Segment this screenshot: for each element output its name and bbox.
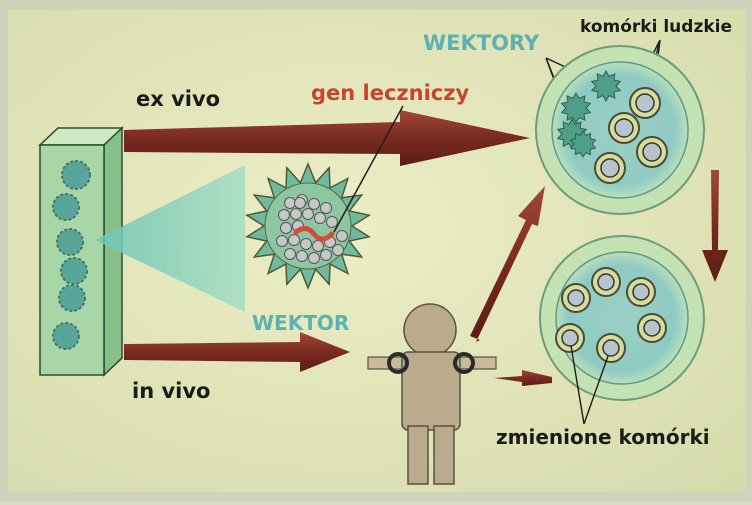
- patient-left-leg: [408, 426, 428, 484]
- vector-bead: [303, 209, 314, 220]
- vector-bead: [315, 213, 326, 224]
- vector-bead: [337, 231, 348, 242]
- gen-leczniczy-label: gen leczniczy: [311, 81, 469, 105]
- modified-cell-1: [592, 268, 620, 296]
- wektory-label: WEKTORY: [423, 31, 540, 55]
- patient-right-leg: [434, 426, 454, 484]
- plate-cell-5: [59, 285, 85, 311]
- petri-dish-bottom: [540, 236, 704, 400]
- plate-cell-4: [61, 258, 87, 284]
- plate-cell-6: [53, 323, 79, 349]
- vector-bead: [313, 241, 324, 252]
- modified-cell-3: [562, 284, 590, 312]
- vector-bead: [327, 217, 338, 228]
- vector-bead: [289, 235, 300, 246]
- modified-cell-5: [556, 324, 584, 352]
- vector-bead: [285, 249, 296, 260]
- vector-bead: [333, 245, 344, 256]
- in-vivo-label: in vivo: [132, 379, 210, 403]
- petri-dish-top: [536, 46, 704, 214]
- vector-bead: [281, 223, 292, 234]
- ex-vivo-label: ex vivo: [136, 87, 220, 111]
- vector-bead: [309, 199, 320, 210]
- vector-bead: [321, 250, 332, 261]
- vector-bead: [309, 253, 320, 264]
- vector-bead: [297, 251, 308, 262]
- human-cell-1: [630, 88, 660, 118]
- plate-cell-2: [53, 194, 79, 220]
- vector-bead: [279, 210, 290, 221]
- plate-cell-3: [57, 229, 83, 255]
- modified-cell-2: [627, 278, 655, 306]
- human-cell-4: [595, 153, 625, 183]
- vector-bead: [291, 209, 302, 220]
- vector-bead: [321, 203, 332, 214]
- vector-bead: [301, 239, 312, 250]
- human-cell-2: [609, 113, 639, 143]
- patient-torso: [402, 352, 460, 430]
- modified-cell-6: [597, 334, 625, 362]
- vector-bead: [285, 198, 296, 209]
- plate-cell-1: [62, 161, 90, 189]
- vector-bead: [295, 198, 306, 209]
- vector-bead: [277, 236, 288, 247]
- human-cell-3: [637, 137, 667, 167]
- wektor-label: WEKTOR: [252, 311, 349, 335]
- zmienione-komorki-label: zmienione komórki: [496, 425, 710, 449]
- modified-cell-4: [638, 314, 666, 342]
- patient-head: [404, 304, 456, 356]
- cell-culture-plate: [40, 128, 122, 375]
- komorki-ludzkie-label: komórki ludzkie: [580, 17, 732, 37]
